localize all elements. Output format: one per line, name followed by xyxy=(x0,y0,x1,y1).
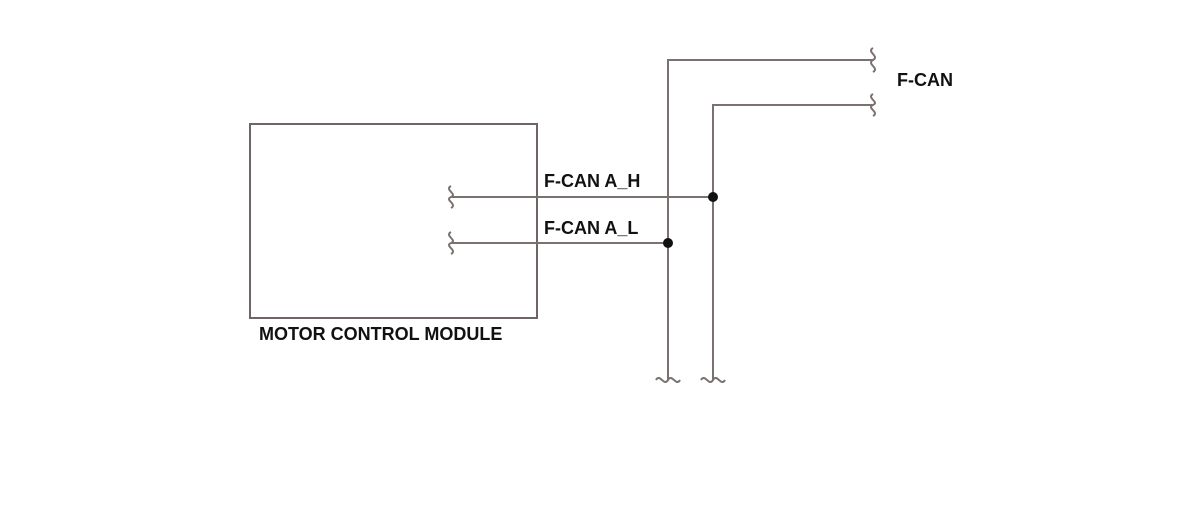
bus-line-inner xyxy=(712,104,873,380)
wire-label-a-l: F-CAN A_L xyxy=(544,218,638,238)
bus-break-inner-bottom-icon xyxy=(700,377,726,383)
splice-node-a-h xyxy=(708,192,718,202)
bus-break-outer-bottom-icon xyxy=(655,377,681,383)
wire-break-a-h-icon xyxy=(448,185,454,209)
wire-label-a-h: F-CAN A_H xyxy=(544,171,640,191)
bus-break-outer-top-icon xyxy=(870,47,876,73)
bus-label-f-can: F-CAN xyxy=(897,70,953,90)
splice-node-a-l xyxy=(663,238,673,248)
bus-line-outer xyxy=(667,59,873,380)
bus-break-inner-top-icon xyxy=(870,93,876,117)
module-label: MOTOR CONTROL MODULE xyxy=(259,324,502,344)
motor-control-module-box xyxy=(249,123,538,319)
wire-break-a-l-icon xyxy=(448,231,454,255)
